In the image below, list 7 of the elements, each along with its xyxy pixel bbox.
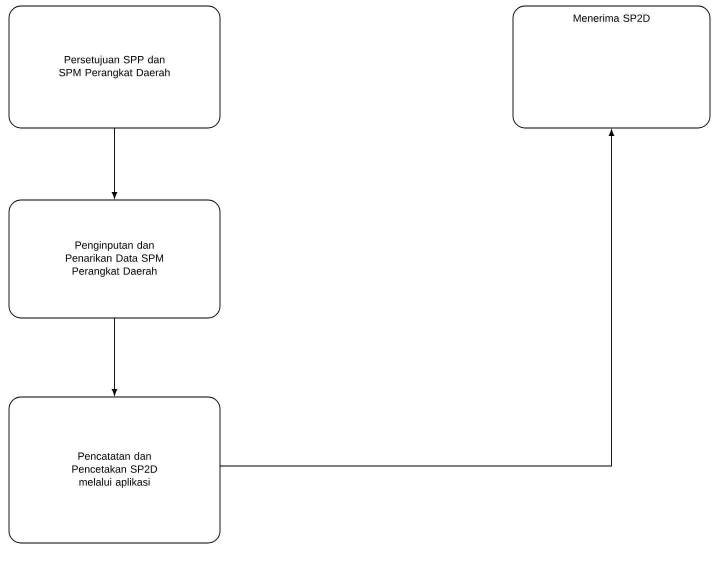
process-box: Menerima SP2D [512,6,710,128]
process-box: Persetujuan SPP dan SPM Perangkat Daerah [8,6,220,128]
arrow [220,129,614,466]
process-box: Pencatatan dan Pencetakan SP2D melalui aplikasi [8,396,220,544]
process-box: Penginputan dan Penarikan Data SPM Perangkat Daerah [8,200,220,318]
arrow [112,318,118,396]
arrow [112,128,118,199]
